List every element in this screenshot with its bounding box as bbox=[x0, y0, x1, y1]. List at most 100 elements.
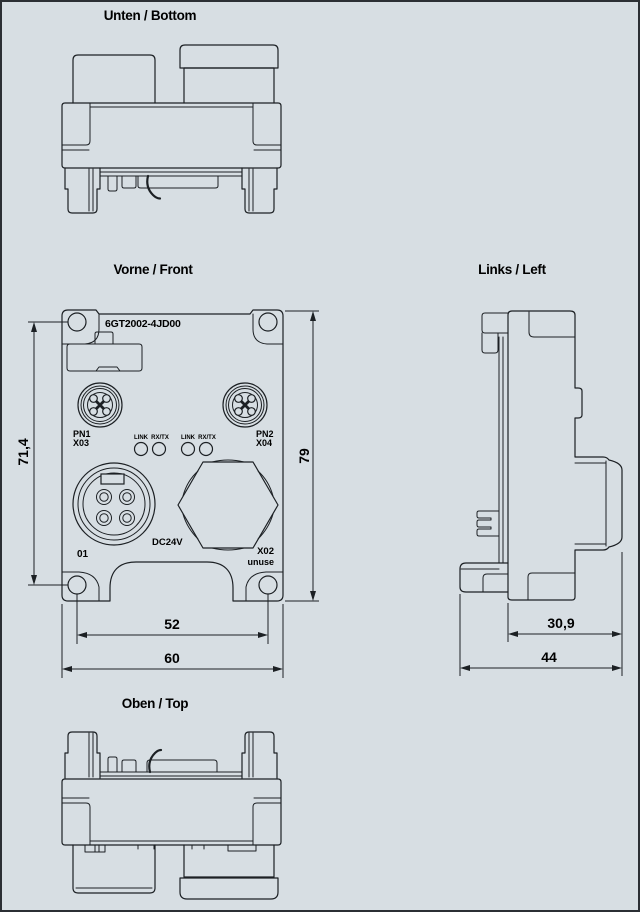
center-block bbox=[146, 759, 218, 773]
body-outline bbox=[61, 778, 282, 846]
mounting-hole-bottom-right bbox=[258, 575, 278, 595]
keying-notch bbox=[100, 473, 125, 485]
arrowhead bbox=[612, 665, 622, 671]
connector-cap-right bbox=[179, 44, 279, 69]
pin-outer bbox=[96, 489, 112, 505]
body-outline bbox=[507, 310, 623, 601]
hex-face-lr bbox=[257, 513, 274, 540]
mounting-hole-top-right bbox=[258, 312, 278, 332]
led-rxtx-2 bbox=[198, 441, 214, 457]
arrowhead bbox=[31, 575, 37, 585]
hex-face-ul bbox=[182, 470, 199, 497]
flange-right bbox=[252, 802, 282, 846]
dimension-71-4: 71,4 bbox=[15, 321, 68, 586]
power-pins bbox=[96, 489, 135, 526]
connector-left-latch bbox=[84, 844, 106, 853]
plate-notch bbox=[95, 366, 121, 372]
arrowhead bbox=[258, 632, 268, 638]
x02-unuse-label: unuse bbox=[247, 557, 274, 567]
foot-outline bbox=[459, 562, 509, 593]
dim-value-60: 60 bbox=[164, 650, 180, 666]
dimension-52: 52 bbox=[76, 594, 269, 644]
plate-tab bbox=[94, 331, 114, 345]
pin-inner bbox=[122, 492, 132, 502]
ring-outer bbox=[72, 462, 156, 546]
front-device-body: 6GT2002-4JD00 bbox=[61, 309, 284, 602]
front-view-drawing: 6GT2002-4JD00 bbox=[15, 309, 319, 678]
hex-face-ll bbox=[182, 513, 199, 540]
connector-boss-left bbox=[72, 54, 156, 104]
center-block bbox=[137, 175, 219, 189]
connector-boss-right bbox=[183, 844, 275, 878]
hex-outline bbox=[177, 461, 279, 549]
arrowhead bbox=[77, 632, 87, 638]
pin bbox=[247, 407, 256, 416]
label-plate bbox=[66, 331, 143, 372]
dim-value-71-4: 71,4 bbox=[15, 438, 31, 465]
view-title-top: Oben / Top bbox=[121, 696, 189, 711]
vent-comb bbox=[476, 510, 500, 537]
sealing-cap-x02 bbox=[177, 459, 279, 551]
arrowhead bbox=[310, 591, 316, 601]
led-link-1 bbox=[133, 441, 149, 457]
connector-cap-right bbox=[179, 877, 279, 900]
top-left-box-lower bbox=[481, 332, 499, 354]
dim-value-30-9: 30,9 bbox=[547, 615, 574, 631]
left-device-body bbox=[459, 310, 623, 601]
ring-2 bbox=[80, 385, 120, 425]
pin-outer bbox=[119, 510, 135, 526]
dim-value-79: 79 bbox=[296, 448, 312, 464]
led-label-link-2: LINK bbox=[181, 435, 196, 441]
ext-line bbox=[61, 604, 284, 678]
tab-line-top-left bbox=[61, 313, 100, 345]
pin bbox=[234, 394, 243, 403]
ext-line bbox=[285, 310, 319, 602]
pin-inner bbox=[99, 492, 109, 502]
dimension-30-9: 30,9 bbox=[507, 552, 623, 676]
pin bbox=[247, 394, 256, 403]
mounting-holes bbox=[67, 312, 278, 595]
foot-left bbox=[64, 167, 101, 214]
pin bbox=[102, 394, 111, 403]
pn1-label: PN1 bbox=[73, 429, 91, 439]
bottom-step bbox=[527, 572, 576, 601]
hex-face-ur bbox=[257, 470, 274, 497]
dimension-44: 44 bbox=[459, 594, 622, 676]
plate-body bbox=[66, 343, 143, 372]
dimension-79: 79 bbox=[285, 310, 319, 602]
hex-face-top bbox=[211, 459, 245, 463]
ring-1 bbox=[222, 382, 268, 428]
ring-inner bbox=[82, 472, 146, 536]
x04-label: X04 bbox=[256, 438, 272, 448]
edge-ticks bbox=[137, 844, 205, 850]
bottom-view-device bbox=[61, 44, 282, 214]
notch-a bbox=[107, 175, 118, 192]
notch-b bbox=[121, 175, 137, 189]
led-link-2 bbox=[180, 441, 196, 457]
view-title-bottom: Unten / Bottom bbox=[103, 8, 197, 23]
body-outline bbox=[61, 309, 284, 602]
pin-inner bbox=[122, 513, 132, 523]
arrowhead bbox=[310, 311, 316, 321]
ext-line bbox=[76, 594, 269, 644]
mounting-hole-top-left bbox=[67, 312, 87, 332]
pn2-label: PN2 bbox=[256, 429, 274, 439]
hex-face-bottom bbox=[211, 547, 245, 551]
pin-inner bbox=[99, 513, 109, 523]
ring-mid bbox=[77, 467, 151, 541]
power-port-label: 01 bbox=[77, 549, 89, 560]
left-view-drawing: 30,9 44 bbox=[459, 310, 623, 676]
connector-boss-right bbox=[183, 67, 275, 104]
spring-hook bbox=[146, 174, 162, 200]
power-voltage-label: DC24V bbox=[152, 537, 183, 548]
foot-left bbox=[64, 731, 101, 779]
pin-outer bbox=[96, 510, 112, 526]
spring-hook bbox=[148, 748, 163, 774]
ext-line bbox=[28, 321, 68, 586]
dim-value-44: 44 bbox=[541, 649, 557, 665]
arrowhead bbox=[612, 631, 622, 637]
arrowhead bbox=[62, 666, 72, 672]
arrowhead bbox=[273, 666, 283, 672]
flange-left bbox=[61, 802, 91, 846]
tab-line-top-right bbox=[252, 313, 284, 345]
